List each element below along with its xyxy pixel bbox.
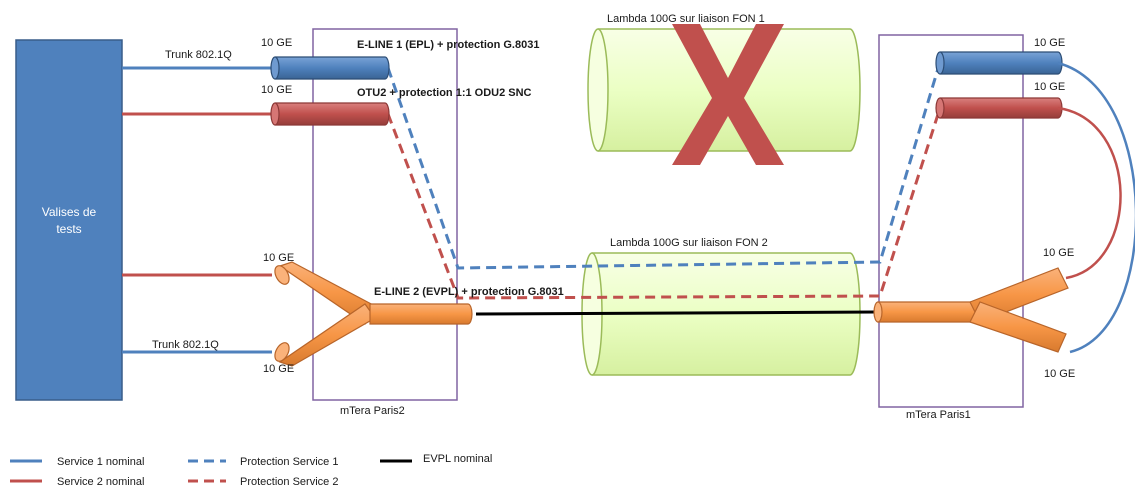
trunk-top-label: Trunk 802.1Q [165, 49, 232, 61]
test-box-label-line2: tests [56, 222, 81, 236]
legend-item-protection-service1: Protection Service 1 [240, 456, 338, 468]
legend-item-protection-service2: Protection Service 2 [240, 476, 338, 488]
right-node-frame [878, 34, 1024, 408]
left-tube-blue [270, 56, 390, 80]
right-node-name: mTera Paris1 [906, 409, 971, 421]
right-port-red-label: 10 GE [1034, 81, 1065, 93]
left-tube-orange-y [274, 261, 473, 367]
evpl-nominal-line [475, 310, 877, 316]
eline2-label: E-LINE 2 (EVPL) + protection G.8031 [374, 286, 564, 298]
left-port-orange-bottom-label: 10 GE [263, 363, 294, 375]
left-port-red-label: 10 GE [261, 84, 292, 96]
legend: Service 1 nominal Service 2 nominal Prot… [10, 453, 492, 488]
trunk-bottom-label: Trunk 802.1Q [152, 339, 219, 351]
lambda-fon2-label: Lambda 100G sur liaison FON 2 [610, 237, 768, 249]
legend-item-evpl-nominal: EVPL nominal [423, 453, 492, 465]
right-tube-red [935, 97, 1063, 119]
legend-item-service1-nominal: Service 1 nominal [57, 456, 144, 468]
left-node-frame [312, 28, 458, 401]
eline1-label: E-LINE 1 (EPL) + protection G.8031 [357, 39, 539, 51]
left-tube-red [270, 102, 390, 126]
protection-service2-path [386, 107, 942, 300]
right-tube-orange-y [873, 267, 1069, 353]
service2-loopback [1057, 106, 1122, 280]
otu2-label: OTU2 + protection 1:1 ODU2 SNC [357, 87, 532, 99]
right-port-orange-bottom-label: 10 GE [1044, 368, 1075, 380]
left-port-orange-top-label: 10 GE [263, 252, 294, 264]
right-port-blue-label: 10 GE [1034, 37, 1065, 49]
test-box-label-line1: Valises de [42, 205, 97, 219]
protection-service1-path [386, 61, 942, 270]
service1-loopback [1057, 61, 1135, 354]
left-port-blue-label: 10 GE [261, 37, 292, 49]
cross-icon [672, 24, 784, 165]
right-port-orange-top-label: 10 GE [1043, 247, 1074, 259]
left-node-name: mTera Paris2 [340, 405, 405, 417]
right-tube-blue [935, 51, 1063, 75]
test-box [15, 39, 123, 401]
lambda-fon1-label: Lambda 100G sur liaison FON 1 [607, 13, 765, 25]
legend-item-service2-nominal: Service 2 nominal [57, 476, 144, 488]
